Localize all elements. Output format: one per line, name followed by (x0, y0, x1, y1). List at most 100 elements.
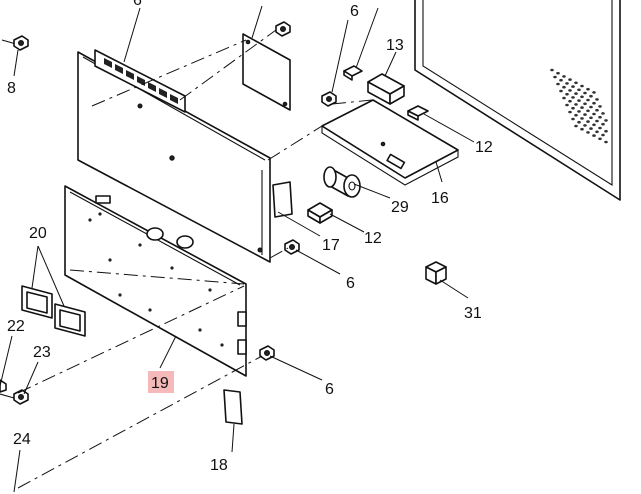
vent-hole (586, 87, 590, 91)
callout-13: 13 (386, 37, 404, 54)
connector-slot (115, 64, 123, 74)
vent-hole (604, 129, 608, 133)
vent-hole (598, 105, 602, 108)
callout-8: 8 (7, 80, 16, 97)
vent-hole (601, 133, 605, 137)
label-sheet-small (223, 389, 243, 425)
screw-upper-mid (321, 91, 337, 107)
bracket-right (54, 303, 86, 337)
vent-hole (586, 98, 590, 102)
pcb-component (118, 293, 122, 297)
vent-hole (580, 117, 584, 120)
screw-left-low (0, 389, 29, 405)
callout-23: 23 (33, 344, 51, 361)
screw-mid (284, 239, 300, 255)
vent-hole (565, 82, 569, 85)
callout-22: 22 (7, 318, 25, 335)
vent-hole (562, 75, 566, 78)
chassis-side-panel (414, 0, 621, 201)
callout-numbers: 6 6 8 13 12 29 16 17 12 6 20 31 22 23 19… (7, 0, 493, 474)
vent-hole (565, 103, 569, 107)
vent-hole (568, 89, 572, 92)
vent-hole (595, 130, 599, 134)
callout-6-top: 6 (350, 3, 359, 20)
connector-block (367, 73, 405, 105)
vent-hole (583, 124, 587, 127)
pcb-component (108, 258, 112, 262)
callout-17: 17 (322, 237, 340, 254)
vent-hole (553, 75, 557, 79)
vent-hole (592, 134, 596, 137)
vent-hole (574, 81, 578, 85)
vent-hole (586, 131, 590, 134)
vent-hole (592, 101, 596, 105)
vent-hole (574, 92, 578, 95)
callout-12-top: 12 (475, 139, 493, 156)
vent-hole (550, 68, 554, 72)
vent-hole (577, 88, 581, 92)
connector-slot (159, 88, 167, 98)
callout-18: 18 (210, 457, 228, 474)
connector-slot (137, 76, 145, 86)
vent-hole (559, 89, 563, 93)
upper-pcb-board (77, 49, 271, 263)
screw-left-top (1, 35, 29, 51)
vent-hole (589, 94, 593, 98)
vent-hole (577, 120, 581, 124)
vent-hole (571, 117, 575, 121)
callout-6-mid: 6 (346, 275, 355, 292)
vent-hole (595, 108, 599, 112)
callout-6-top-left: 6 (133, 0, 142, 9)
callout-24: 24 (13, 431, 31, 448)
vent-hole (589, 105, 593, 109)
callout-16: 16 (431, 190, 449, 207)
vent-hole (598, 137, 602, 141)
clip-right (407, 105, 429, 121)
vent-hole (559, 78, 563, 82)
vent-hole (568, 110, 572, 114)
callout-19-highlight (148, 371, 174, 393)
vent-hole (583, 91, 587, 95)
callout-12-mid: 12 (364, 230, 382, 247)
vent-hole (589, 127, 593, 130)
vent-hole (586, 120, 590, 123)
callout-20: 20 (29, 225, 47, 242)
vent-hole (580, 84, 584, 88)
vent-hole (580, 95, 584, 99)
pcb-component (138, 243, 142, 247)
bracket-board (321, 99, 459, 186)
connector-slot (126, 70, 134, 80)
vent-hole (592, 123, 596, 127)
connector-slot (104, 58, 112, 68)
pcb-component (220, 343, 224, 347)
rubber-foot-cube (425, 261, 447, 285)
leader-lines (0, 5, 475, 493)
vent-hole (565, 92, 569, 96)
pcb-component (88, 218, 92, 222)
vent-hole (583, 113, 587, 116)
vent-hole (583, 102, 587, 106)
vent-hole (568, 99, 572, 103)
vent-hole (574, 103, 578, 106)
vent-hole (598, 115, 602, 119)
label-sheet (272, 181, 293, 218)
vent-hole (556, 71, 560, 75)
vent-hole (595, 98, 599, 101)
pcb-component (98, 212, 102, 216)
vent-hole (562, 85, 566, 89)
connector-slot (148, 82, 156, 92)
vent-hole (580, 106, 584, 109)
vent-grid (550, 68, 608, 144)
pcb-component (208, 288, 212, 292)
pcb-component (198, 328, 202, 332)
vent-hole (592, 112, 596, 116)
screw-top (275, 21, 291, 37)
callout-6-low: 6 (325, 381, 334, 398)
screw-left-edge (0, 379, 7, 393)
vent-hole (580, 127, 584, 131)
vent-hole (571, 106, 575, 110)
ferrite-core (323, 166, 361, 198)
vent-hole (601, 122, 605, 126)
vent-hole (601, 112, 605, 115)
small-top-board (242, 33, 291, 111)
